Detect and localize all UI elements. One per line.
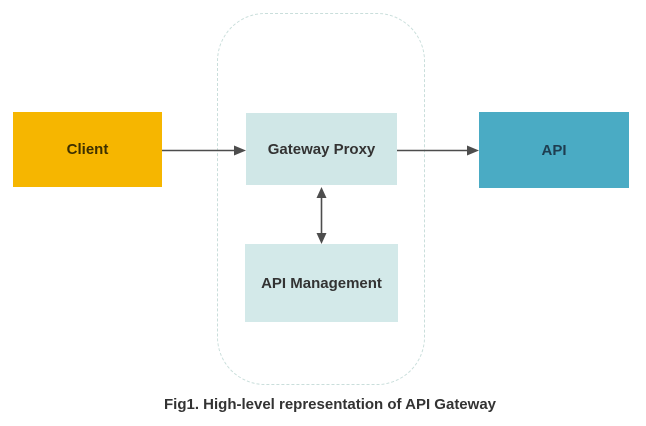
node-client: Client <box>13 112 162 187</box>
node-api-management-label: API Management <box>261 274 382 292</box>
node-api: API <box>479 112 629 188</box>
figure-caption: Fig1. High-level representation of API G… <box>163 396 497 413</box>
node-api-management: API Management <box>245 244 398 322</box>
arrow-gateway-proxy-to-api-head <box>467 145 479 156</box>
node-client-label: Client <box>66 141 109 158</box>
node-api-label: API <box>541 141 567 159</box>
node-gateway-proxy: Gateway Proxy <box>246 113 397 185</box>
node-gateway-proxy-label: Gateway Proxy <box>267 140 376 158</box>
gateway-boundary-container <box>217 13 425 385</box>
